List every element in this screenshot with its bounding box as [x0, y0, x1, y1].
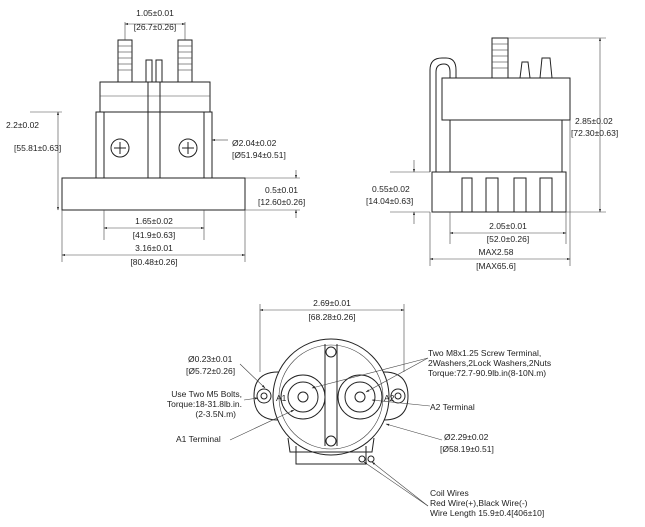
a2-label: A2	[384, 393, 395, 403]
overall-width-label: 3.16±0.01	[135, 243, 173, 253]
mount-spacing-mm-label: [41.9±0.63]	[133, 230, 175, 240]
overall-width-mm-label: [80.48±0.26]	[130, 257, 177, 267]
base-height-mm-label: [14.04±0.63]	[366, 196, 413, 206]
overall-height-mm-label: [72.30±0.63]	[571, 128, 618, 138]
body-dia-label: Ø2.29±0.02	[444, 432, 489, 442]
small-dia-mm-label: [Ø5.72±0.26]	[186, 366, 235, 376]
body-dia-mm-label: [Ø58.19±0.51]	[440, 444, 494, 454]
bolts-text-1: Use Two M5 Bolts,	[171, 389, 242, 399]
small-dia-label: Ø0.23±0.01	[188, 354, 233, 364]
front-view: 1.05±0.01 [26.7±0.26] 2.2±0.02 [55.81±0.…	[6, 8, 305, 267]
mount-width-label: 2.69±0.01	[313, 298, 351, 308]
side-view: 2.85±0.02 [72.30±0.63] 0.55±0.02 [14.04±…	[366, 37, 618, 271]
terminal-spacing-label: 1.05±0.01	[136, 8, 174, 18]
max-width-mm-label: [MAX65.6]	[476, 261, 516, 271]
screw-text-3: Torque:72.7-90.9lb.in(8-10N.m)	[428, 368, 546, 378]
mount-spacing-label: 1.65±0.02	[135, 216, 173, 226]
screw-text-1: Two M8x1.25 Screw Terminal,	[428, 348, 541, 358]
terminal-spacing-mm-label: [26.7±0.26]	[134, 22, 176, 32]
bolts-text-2: Torque:18-31.8lb.in.	[167, 399, 242, 409]
body-width-mm-label: [52.0±0.26]	[487, 234, 529, 244]
flange-thickness-label: 0.5±0.01	[265, 185, 298, 195]
coil-text-3: Wire Length 15.9±0.4[406±10]	[430, 508, 544, 518]
body-width-label: 2.05±0.01	[489, 221, 527, 231]
mount-width-mm-label: [68.28±0.26]	[308, 312, 355, 322]
a1-label: A1	[276, 393, 287, 403]
a1-terminal-label: A1 Terminal	[176, 434, 221, 444]
flange-thickness-mm-label: [12.60±0.26]	[258, 197, 305, 207]
base-height-label: 0.55±0.02	[372, 184, 410, 194]
hole-dia-label: Ø2.04±0.02	[232, 138, 277, 148]
bolts-text-3: (2-3.5N.m)	[195, 409, 236, 419]
a2-terminal-label: A2 Terminal	[430, 402, 475, 412]
screw-text-2: 2Washers,2Lock Washers,2Nuts	[428, 358, 551, 368]
coil-text-2: Red Wire(+),Black Wire(-)	[430, 498, 528, 508]
coil-text-1: Coil Wires	[430, 488, 469, 498]
max-width-label: MAX2.58	[479, 247, 514, 257]
height-left-label: 2.2±0.02	[6, 120, 39, 130]
hole-dia-mm-label: [Ø51.94±0.51]	[232, 150, 286, 160]
top-view: A1 A2 2.69±0.01 [68.28±0.26] Ø0.23±0.01 …	[167, 298, 551, 518]
overall-height-label: 2.85±0.02	[575, 116, 613, 126]
height-left-mm-label: [55.81±0.63]	[14, 143, 61, 153]
